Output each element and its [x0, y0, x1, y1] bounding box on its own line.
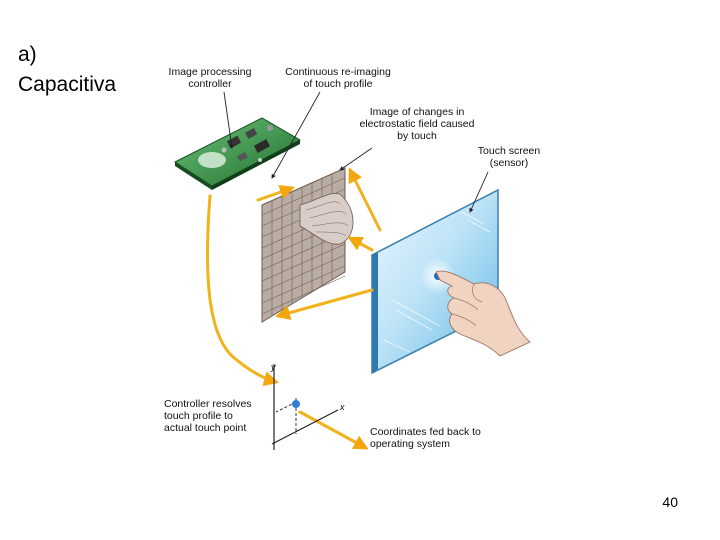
page-number: 40 [662, 494, 678, 510]
controller-board [173, 117, 302, 190]
arrow-screen-up [348, 167, 382, 232]
touch-screen-sensor [371, 188, 499, 375]
arrow-coordinates [298, 410, 369, 450]
arrow-controller-down [205, 194, 279, 386]
label-changes: Image of changes in electrostatic field … [359, 106, 475, 142]
label-resolves: Controller resolves touch profile to act… [164, 398, 252, 434]
signal-arrows [205, 167, 382, 450]
arrow-screen-mesh [347, 236, 374, 252]
label-controller: Image processing controller [168, 66, 252, 90]
y-axis-label: y [270, 362, 276, 372]
arrow-mesh-return [275, 288, 374, 321]
label-sensor: Touch screen (sensor) [477, 145, 541, 169]
label-reimaging: Continuous re-imaging of touch profile [285, 66, 391, 90]
arrow-board-mesh [256, 184, 295, 202]
touch-point [292, 400, 300, 408]
x-axis-label: x [339, 402, 345, 412]
label-leaders [223, 91, 489, 213]
touch-profile-mesh [261, 167, 354, 323]
xy-axes [271, 364, 339, 450]
label-coordinates: Coordinates fed back to operating system [370, 426, 481, 450]
finger-hand [435, 270, 531, 357]
x-axis [271, 409, 339, 445]
slide-title: a) Capacitiva [18, 43, 117, 96]
